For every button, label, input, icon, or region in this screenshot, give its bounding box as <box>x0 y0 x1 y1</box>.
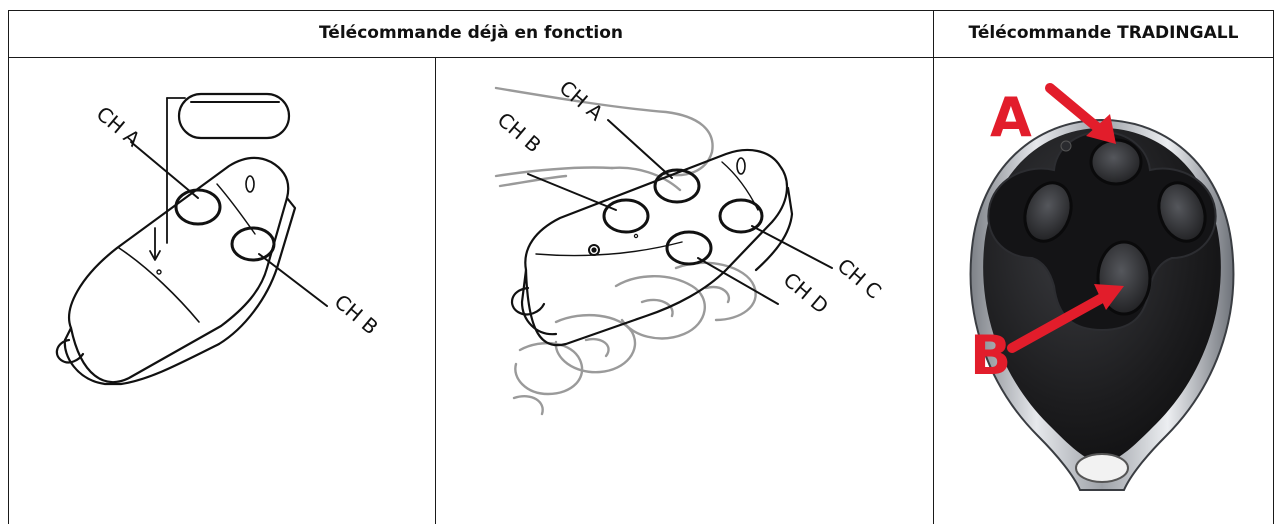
table-left-border <box>8 10 9 524</box>
cell-two-channel-remote: CH A CH B <box>9 58 435 524</box>
label-ch-a-2ch: CH A <box>92 101 145 151</box>
header-existing-remote: Télécommande déjà en fonction <box>318 23 624 43</box>
table-column-divider <box>933 10 934 524</box>
table-inner-divider <box>435 57 436 524</box>
arrow-to-button-b <box>1007 284 1124 353</box>
cell-tradingall-remote: A B <box>934 58 1273 524</box>
four-channel-remote-illustration: CH A CH B CH C CH D <box>493 75 886 416</box>
label-ch-b-4ch: CH B <box>493 107 546 157</box>
button-right[interactable] <box>1151 176 1213 247</box>
label-ch-a-4ch: CH A <box>555 75 608 125</box>
table-header-divider <box>8 57 1274 58</box>
header-tradingall-remote: Télécommande TRADINGALL <box>968 23 1239 43</box>
label-a-tradingall: A <box>990 86 1032 149</box>
cell-four-channel-remote: CH A CH B CH C CH D <box>436 58 933 524</box>
label-ch-c-4ch: CH C <box>833 253 886 303</box>
remote-button-pad <box>987 130 1217 332</box>
arrow-to-button-a <box>1045 83 1116 144</box>
tradingall-remote-photo: A B <box>969 83 1235 491</box>
button-a[interactable] <box>1089 138 1143 186</box>
remote-led <box>1060 140 1072 152</box>
button-left[interactable] <box>1017 176 1079 247</box>
label-ch-d-4ch: CH D <box>779 267 833 318</box>
two-channel-remote-illustration: CH A CH B <box>55 92 383 386</box>
label-b-tradingall: B <box>970 324 1011 387</box>
table-right-border <box>1273 10 1274 524</box>
label-ch-b-2ch: CH B <box>330 289 383 339</box>
table-top-border <box>8 10 1274 11</box>
keyring-hole <box>1075 453 1129 483</box>
